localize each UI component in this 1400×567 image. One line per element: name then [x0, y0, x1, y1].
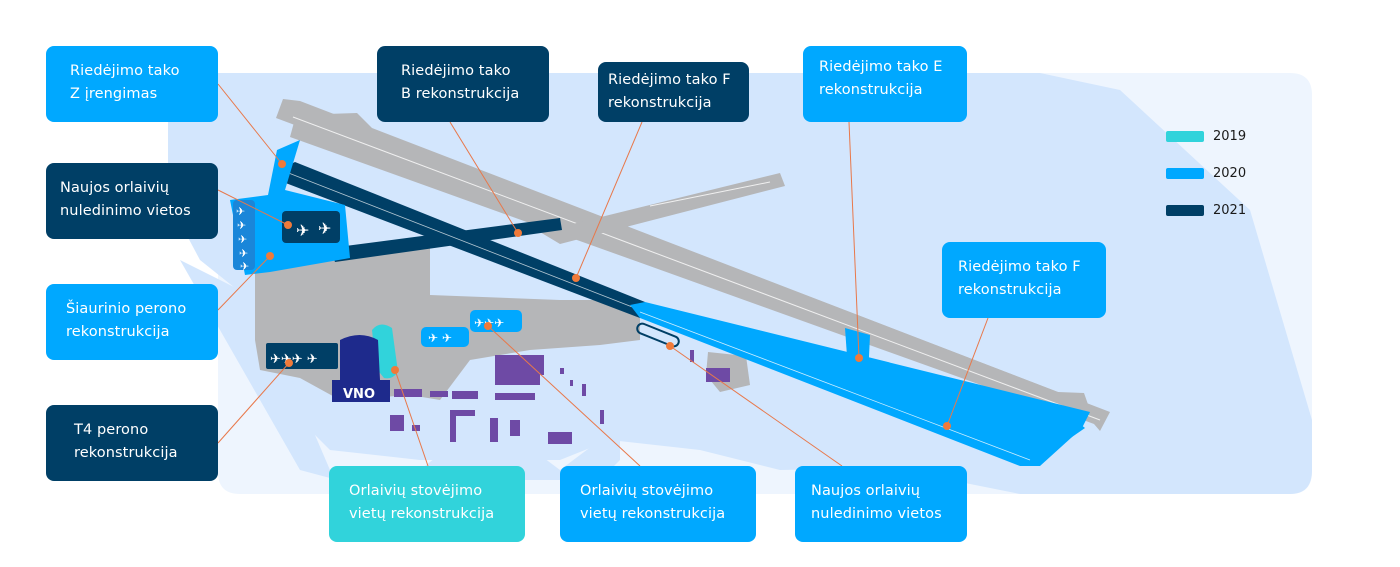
airport-grounds-lower — [180, 260, 620, 480]
callout-deicing-south: Naujos orlaivių nuledinimo vietos — [795, 466, 967, 542]
marker-north-apron — [266, 252, 274, 260]
svg-text:✈: ✈ — [296, 221, 309, 240]
taxiway-parallel-2021 — [283, 162, 645, 318]
callout-t4-apron: T4 perono rekonstrukcija — [46, 405, 218, 481]
marker-deicing-north — [284, 221, 292, 229]
callout-taxiway-e: Riedėjimo tako E rekonstrukcija — [803, 46, 967, 122]
marker-stands-2019 — [391, 366, 399, 374]
callout-deicing-north: Naujos orlaivių nuledinimo vietos — [46, 163, 218, 239]
svg-text:✈: ✈ — [240, 260, 249, 273]
svg-text:✈: ✈ — [237, 219, 246, 232]
deicing-pad-south — [636, 322, 680, 348]
callout-stands-2020: Orlaivių stovėjimo vietų rekonstrukcija — [560, 466, 756, 542]
callout-stands-2019: Orlaivių stovėjimo vietų rekonstrukcija — [329, 466, 525, 542]
project-markers — [266, 160, 951, 430]
legend-label: 2020 — [1213, 166, 1247, 181]
svg-text:✈: ✈ — [236, 205, 245, 218]
deicing-pads-west: ✈ ✈ ✈ ✈ ✈ — [233, 200, 255, 273]
legend-swatch-2021 — [1166, 205, 1204, 216]
legend-item-2020: 2020 — [1166, 155, 1246, 192]
svg-text:✈✈✈ ✈: ✈✈✈ ✈ — [270, 352, 318, 367]
main-runway — [276, 99, 1110, 431]
marker-taxiway-b — [514, 229, 522, 237]
buildings — [390, 350, 730, 444]
deicing-pads-north: ✈ ✈ — [282, 211, 340, 243]
terminal-label: VNO — [343, 387, 375, 402]
legend-item-2019: 2019 — [1166, 118, 1246, 155]
legend-swatch-2020 — [1166, 168, 1204, 179]
callout-taxiway-f-south: Riedėjimo tako F rekonstrukcija — [942, 242, 1106, 318]
marker-taxiway-z — [278, 160, 286, 168]
callout-north-apron: Šiaurinio perono rekonstrukcija — [46, 284, 218, 360]
marker-stands-2020 — [484, 322, 492, 330]
taxiway-e-connector — [845, 328, 870, 378]
leader-lines — [217, 83, 989, 467]
marker-t4-apron — [285, 359, 293, 367]
legend-swatch-2019 — [1166, 131, 1204, 142]
callout-taxiway-b: Riedėjimo tako B rekonstrukcija — [377, 46, 549, 122]
stands-2020-area: ✈ ✈ ✈✈✈ — [421, 310, 522, 347]
marker-taxiway-e — [855, 354, 863, 362]
t4-apron-2021: ✈✈✈ ✈ — [266, 343, 338, 369]
secondary-runway — [540, 173, 785, 244]
legend-label: 2019 — [1213, 129, 1247, 144]
svg-text:✈: ✈ — [318, 219, 331, 238]
svg-text:✈: ✈ — [239, 247, 248, 260]
legend-item-2021: 2021 — [1166, 192, 1246, 229]
taxiway-f-south-2020 — [630, 302, 1090, 466]
marker-deicing-south — [666, 342, 674, 350]
marker-taxiway-f-south — [943, 422, 951, 430]
legend: 2019 2020 2021 — [1166, 118, 1246, 229]
legend-label: 2021 — [1213, 203, 1247, 218]
svg-text:✈: ✈ — [238, 233, 247, 246]
marker-taxiway-f-north — [572, 274, 580, 282]
terminal-building: VNO — [332, 335, 390, 402]
callout-taxiway-z: Riedėjimo tako Z įrengimas — [46, 46, 218, 122]
svg-text:✈ ✈: ✈ ✈ — [428, 331, 452, 345]
callout-taxiway-f-north: Riedėjimo tako F rekonstrukcija — [598, 62, 749, 122]
